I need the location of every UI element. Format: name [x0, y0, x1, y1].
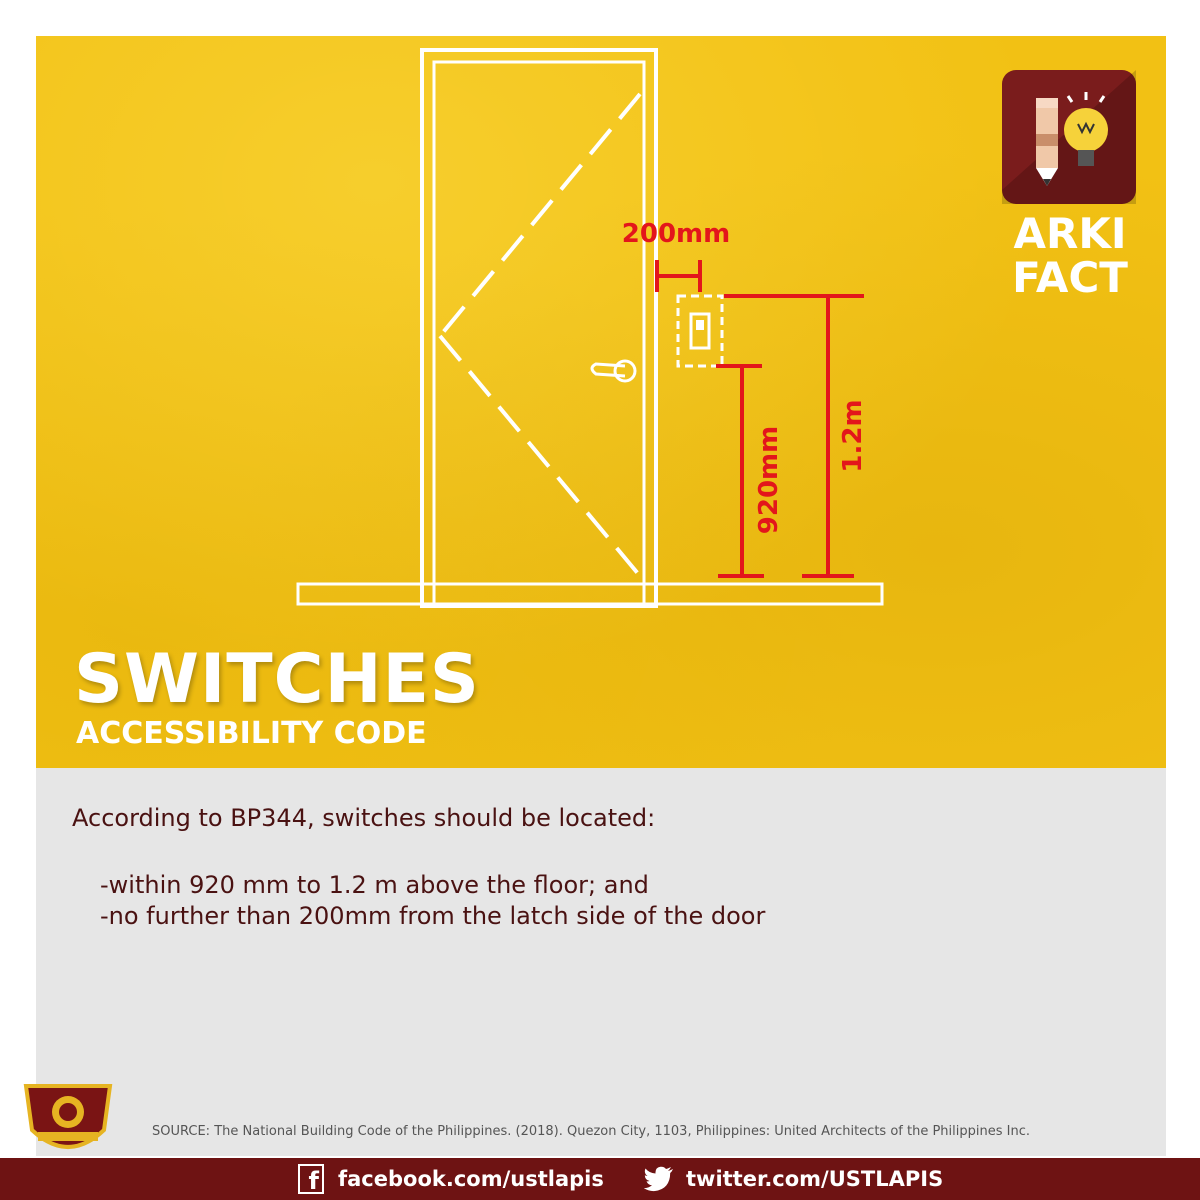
twitter-link[interactable]: twitter.com/USTLAPIS — [644, 1164, 943, 1194]
twitter-icon — [644, 1166, 673, 1192]
lapis-seal-logo — [23, 1084, 113, 1149]
facebook-link[interactable]: f facebook.com/ustlapis — [298, 1164, 604, 1194]
footer-bar: f facebook.com/ustlapis twitter.com/USTL… — [0, 1158, 1200, 1200]
door-frame — [420, 48, 658, 608]
door-leaf — [432, 60, 646, 608]
floor-slab — [296, 582, 884, 606]
source-citation: SOURCE: The National Building Code of th… — [152, 1124, 1030, 1139]
door-swing-line-lower — [438, 334, 642, 578]
arki-fact-logo — [1002, 70, 1136, 204]
max-height-dimension-marker — [724, 294, 864, 578]
infographic-card: 200mm 920mm 1.2m — [36, 36, 1166, 1156]
light-switch-icon — [676, 294, 724, 368]
width-dimension-marker — [655, 260, 702, 292]
bullet-list: -within 920 mm to 1.2 m above the floor;… — [100, 870, 765, 932]
badge-line-1: ARKI — [1013, 209, 1127, 258]
list-item: -within 920 mm to 1.2 m above the floor;… — [100, 871, 649, 899]
pencil-and-lightbulb-icon — [1002, 70, 1136, 204]
min-height-dimension-label: 920mm — [754, 426, 784, 534]
width-dimension-label: 200mm — [622, 219, 730, 249]
facebook-icon: f — [298, 1164, 324, 1194]
page-title: SWITCHES — [74, 640, 480, 719]
door-swing-line-upper — [438, 92, 642, 338]
max-height-dimension-label: 1.2m — [838, 399, 868, 472]
arki-fact-wordmark: ARKI FACT — [988, 212, 1152, 300]
badge-line-2: FACT — [1012, 253, 1128, 302]
intro-text: According to BP344, switches should be l… — [72, 804, 656, 832]
switch-placement-diagram: 200mm 920mm 1.2m — [296, 48, 884, 608]
grey-panel — [36, 768, 1166, 1156]
yellow-panel — [36, 36, 1166, 768]
min-height-dimension-marker — [716, 364, 764, 578]
page-subtitle: ACCESSIBILITY CODE — [76, 716, 427, 751]
door-handle-icon — [590, 359, 637, 383]
facebook-handle: facebook.com/ustlapis — [338, 1167, 604, 1191]
twitter-handle: twitter.com/USTLAPIS — [686, 1167, 944, 1191]
list-item: -no further than 200mm from the latch si… — [100, 902, 766, 930]
